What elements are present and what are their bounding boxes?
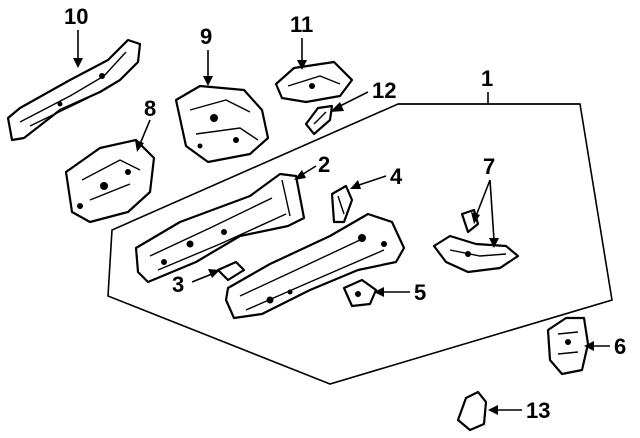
callout-6: 6 [614,334,626,359]
callout-8: 8 [144,96,156,121]
part-4[interactable] [330,184,354,224]
part-9[interactable] [174,84,270,164]
part-1[interactable] [224,212,406,320]
part-11[interactable] [274,60,354,104]
callout-1: 1 [481,66,493,91]
leaders [73,30,610,415]
callout-12: 12 [372,78,396,103]
callout-5: 5 [414,280,426,305]
part-12[interactable] [304,104,334,136]
part-7[interactable] [432,208,520,274]
part-8[interactable] [64,138,156,224]
callout-2: 2 [318,152,330,177]
callout-11: 11 [290,12,313,37]
part-10[interactable] [6,38,142,142]
part-3[interactable] [216,260,246,282]
callout-labels: 10 9 11 12 8 1 2 4 7 3 5 6 13 [64,4,626,423]
callout-4: 4 [390,164,403,189]
part-6[interactable] [546,316,590,376]
part-5[interactable] [342,278,378,308]
callout-9: 9 [200,24,212,49]
callout-10: 10 [64,4,88,29]
part-13[interactable] [456,390,488,432]
callout-7: 7 [483,154,495,179]
callout-13: 13 [526,398,550,423]
callout-3: 3 [172,272,184,297]
part-2[interactable] [134,172,306,284]
